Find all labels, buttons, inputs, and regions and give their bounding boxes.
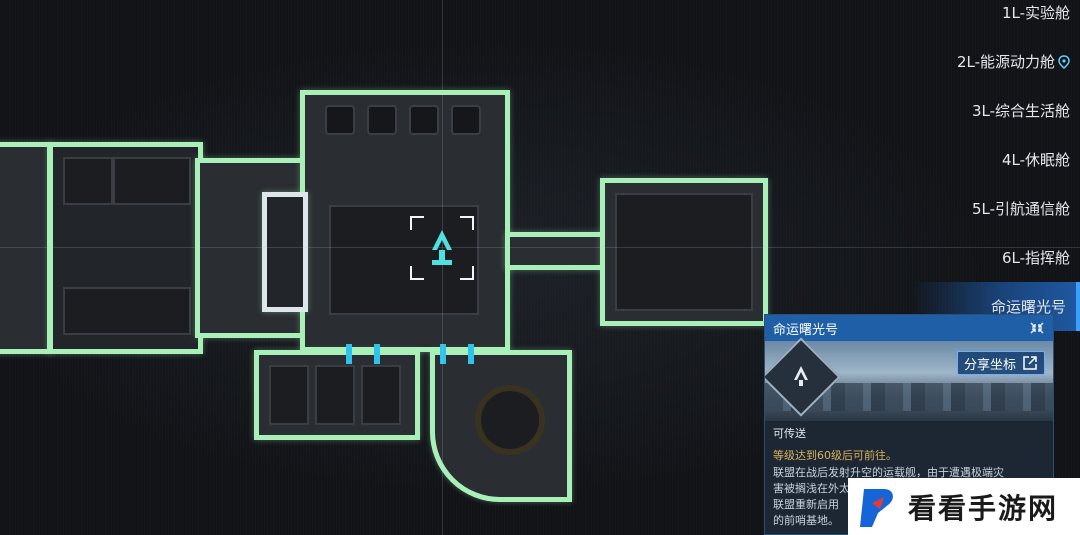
floor-item-1l[interactable]: 1L-实验舱 (1001, 4, 1070, 22)
teleport-status: 可传送 (773, 427, 806, 440)
floor-item-5l[interactable]: 5L-引航通信舱 (971, 200, 1070, 218)
door-4[interactable] (468, 344, 474, 364)
corridor-east[interactable] (505, 232, 610, 270)
teleport-marker[interactable] (410, 216, 474, 280)
crosshair-horizontal (0, 247, 1080, 248)
level-requirement: 等级达到60级后可前往。 (773, 449, 897, 462)
floor-item-3l[interactable]: 3L-综合生活舱 (971, 102, 1070, 120)
floor-list: 1L-实验舱 2L-能源动力舱 3L-综合生活舱 4L-休眠舱 5L-引航通信舱… (910, 0, 1080, 331)
collapse-arrows-icon[interactable] (1029, 321, 1045, 335)
door-2[interactable] (374, 344, 380, 364)
door-1[interactable] (346, 344, 352, 364)
site-logo-icon (860, 488, 893, 527)
location-emblem-icon (765, 337, 841, 417)
room-central-hall[interactable] (300, 90, 510, 352)
room-lower-left[interactable] (254, 350, 420, 440)
room-left-wing[interactable] (48, 142, 203, 354)
room-left-edge[interactable] (0, 142, 52, 354)
location-preview-image: 分享坐标 (765, 337, 1053, 421)
floor-item-6l[interactable]: 6L-指挥舱 (1001, 249, 1070, 267)
teleport-beacon-icon (432, 230, 452, 265)
room-east-chamber[interactable] (600, 178, 768, 326)
door-3[interactable] (440, 344, 446, 364)
floor-item-2l[interactable]: 2L-能源动力舱 (910, 37, 1080, 86)
room-lower-right[interactable] (430, 350, 572, 502)
share-coordinates-button[interactable]: 分享坐标 (956, 351, 1045, 375)
location-pin-icon (1058, 54, 1070, 69)
crosshair-vertical (442, 0, 443, 535)
card-header: 命运曙光号 (765, 315, 1053, 341)
card-title: 命运曙光号 (773, 322, 839, 338)
site-watermark: 看看手游网 (848, 478, 1080, 535)
floor-item-4l[interactable]: 4L-休眠舱 (1001, 151, 1070, 169)
share-icon (1023, 356, 1037, 370)
room-side-bay[interactable] (262, 192, 308, 312)
